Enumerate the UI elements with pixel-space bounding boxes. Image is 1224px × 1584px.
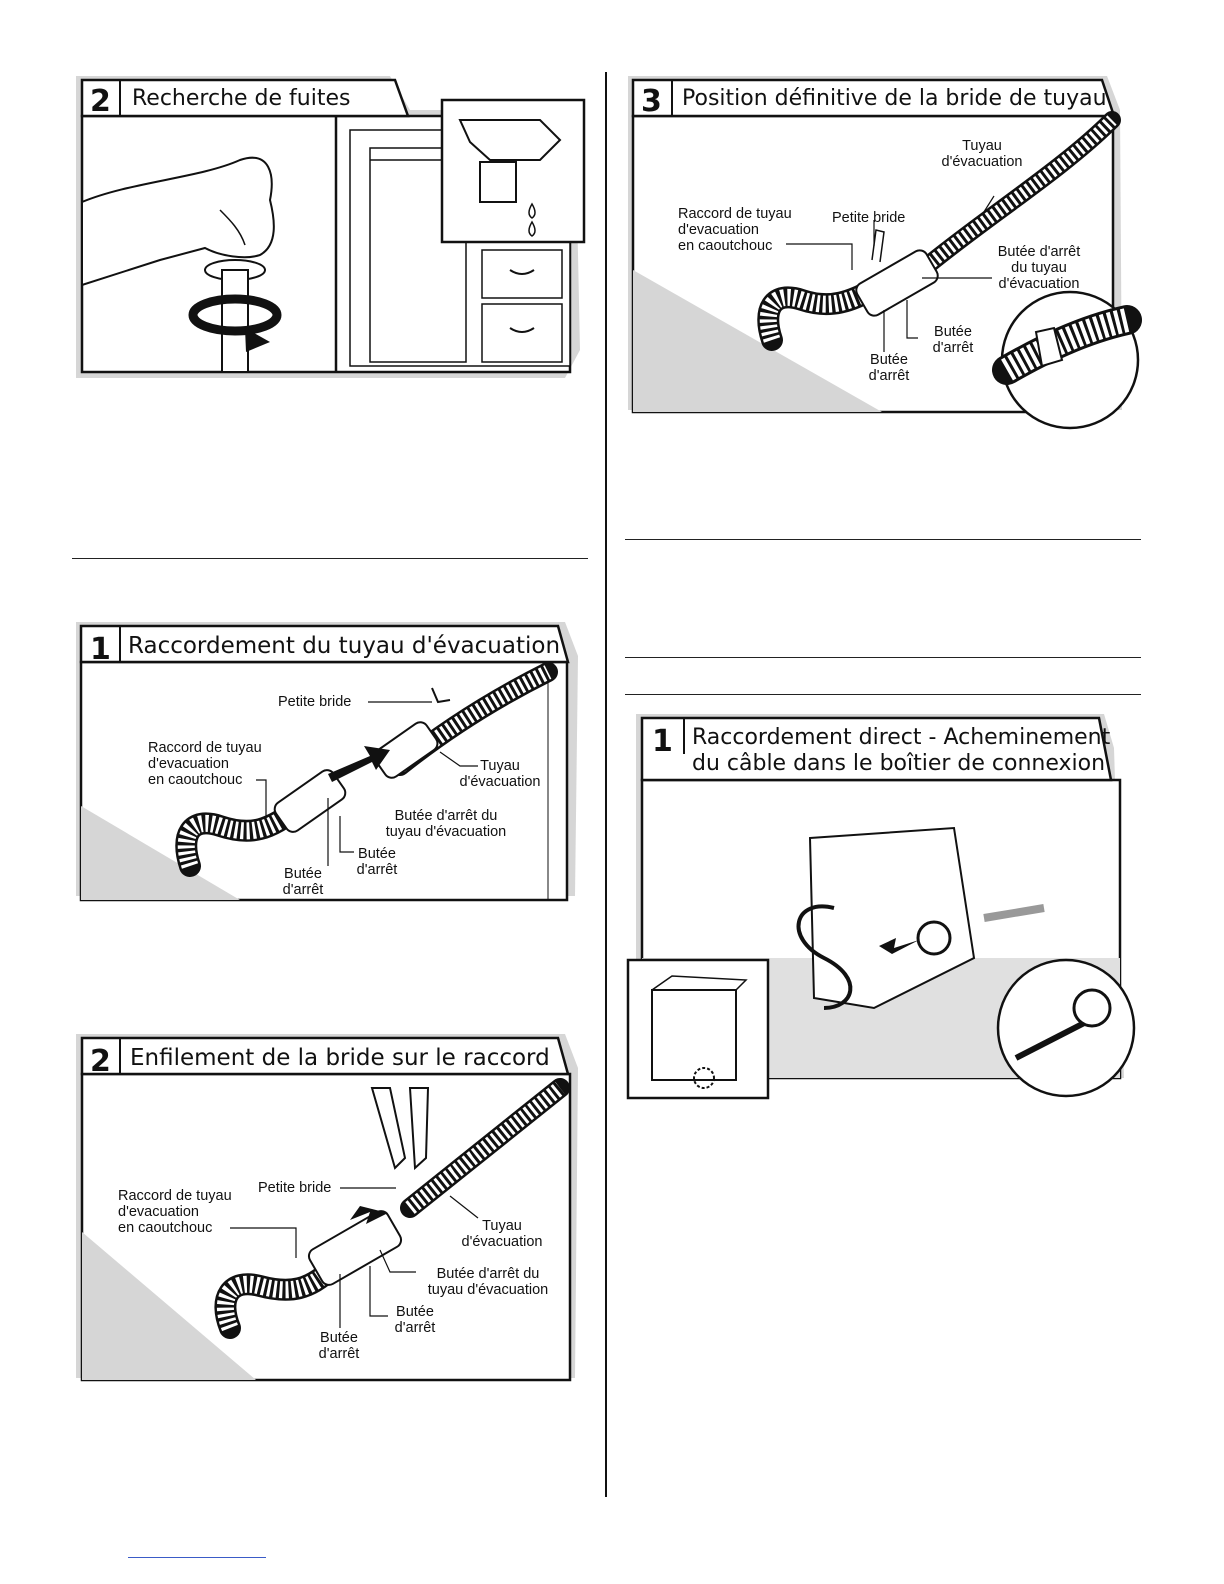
footer-link-rule <box>128 1557 266 1558</box>
section-rule-right-3 <box>625 694 1141 695</box>
panel-leak-check: 2 Recherche de fuites <box>70 70 590 380</box>
final-clamp-illustration <box>628 76 1142 430</box>
column-divider <box>605 72 607 1497</box>
panel-title: Position définitive de la bride de tuyau <box>682 86 1107 111</box>
panel-title: Enfilement de la bride sur le raccord <box>130 1045 550 1071</box>
panel-title: Raccordement du tuyau d'évacuation <box>128 633 561 659</box>
panel-drain-hose-connection: 1 Raccordement du tuyau d'évacuation Pet… <box>70 616 582 908</box>
label-small-clamp: Petite bride <box>832 210 906 226</box>
clamp-threading-illustration <box>76 1034 578 1382</box>
step-number: 1 <box>652 724 673 759</box>
drain-connection-illustration <box>76 622 578 902</box>
panel-title: Recherche de fuites <box>132 86 351 111</box>
section-rule-right-1 <box>625 539 1141 540</box>
step-number: 3 <box>641 84 662 119</box>
panel-title-line2: du câble dans le boîtier de connexion <box>692 751 1106 776</box>
panel-clamp-threading: 2 Enfilement de la bride sur le raccord … <box>70 1028 582 1388</box>
step-number: 2 <box>90 84 111 119</box>
panel-direct-wiring: 1 Raccordement direct - Acheminement du … <box>624 708 1144 1102</box>
section-rule-left <box>72 558 588 559</box>
leak-check-illustration <box>76 76 586 378</box>
direct-wiring-illustration <box>626 714 1136 1100</box>
label-small-clamp: Petite bride <box>258 1180 332 1196</box>
panel-final-clamp-position: 3 Position définitive de la bride de tuy… <box>622 70 1144 432</box>
step-number: 1 <box>90 632 111 667</box>
section-rule-right-2 <box>625 657 1141 658</box>
panel-title-line1: Raccordement direct - Acheminement <box>692 725 1111 750</box>
label-small-clamp: Petite bride <box>278 694 352 710</box>
step-number: 2 <box>90 1044 111 1079</box>
